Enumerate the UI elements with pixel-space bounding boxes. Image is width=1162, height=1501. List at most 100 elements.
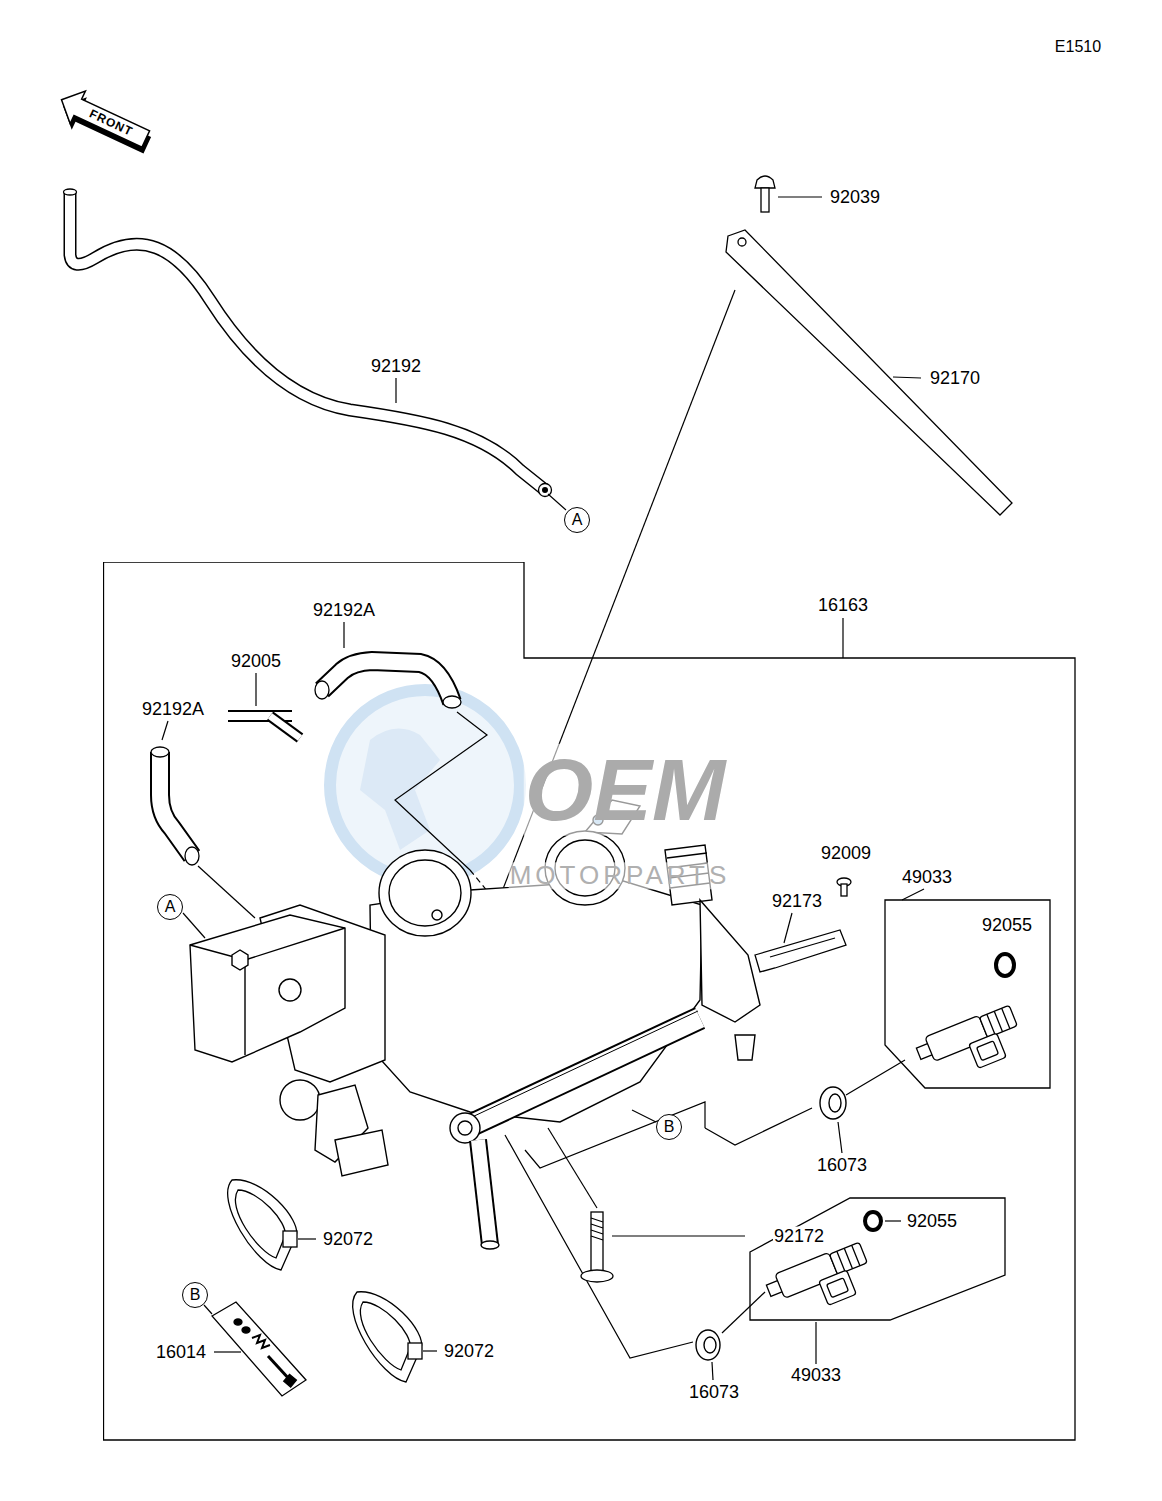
throttle-body	[465, 1018, 700, 1128]
leader-line	[395, 712, 487, 870]
throttle-body	[465, 1018, 700, 1128]
callout-letter: B	[656, 1114, 682, 1140]
part-number: 16073	[688, 1383, 740, 1402]
injector-group-outline	[885, 900, 1050, 1088]
injector-group-outline	[750, 900, 1050, 1320]
part-number: 92173	[771, 892, 823, 911]
strap	[726, 230, 1012, 515]
screw-kit	[284, 1374, 297, 1387]
part-number: 92072	[443, 1342, 495, 1361]
callout-letter-text: B	[190, 1287, 201, 1303]
screw-and-clip	[841, 884, 847, 896]
leader-line	[838, 1122, 842, 1153]
seal	[696, 1087, 846, 1360]
part-number: 16014	[155, 1343, 207, 1362]
hose	[64, 189, 77, 195]
injector	[987, 1008, 1010, 1034]
hose-small	[160, 752, 192, 856]
part-number: 16073	[816, 1156, 868, 1175]
seal	[696, 1330, 720, 1360]
watermark-globe	[360, 729, 440, 850]
watermark: MOTORPARTS	[509, 862, 732, 889]
part-number: 92170	[929, 369, 981, 388]
injector	[827, 1278, 849, 1298]
o-ring	[996, 954, 1014, 976]
throttle-body	[450, 1113, 480, 1143]
injector	[829, 1242, 867, 1274]
front-arrow	[54, 83, 154, 155]
band	[228, 1180, 297, 1270]
leader-line	[204, 1305, 212, 1314]
leader-line	[722, 1292, 765, 1333]
part-number: 92055	[981, 916, 1033, 935]
hose-small	[322, 661, 452, 702]
throttle-body	[470, 1011, 698, 1118]
throttle-body	[481, 1241, 499, 1249]
screw-kit	[212, 1302, 306, 1396]
leader-line	[548, 494, 566, 510]
watermark: OEM	[524, 744, 726, 836]
throttle-body	[280, 1080, 320, 1120]
callout-letter-text: B	[664, 1119, 675, 1135]
frame-outline	[103, 562, 1076, 1441]
throttle-body	[335, 1130, 388, 1176]
band	[353, 1292, 422, 1382]
callout-letter-text: A	[165, 899, 176, 915]
hose-small	[270, 716, 300, 738]
part-number: 92192A	[141, 700, 205, 719]
screw-and-clip	[591, 1212, 603, 1274]
part-number: 92039	[829, 188, 881, 207]
part-number: 92172	[773, 1227, 825, 1246]
hose-small	[322, 661, 452, 702]
injector	[979, 1005, 1017, 1037]
throttle-body	[389, 860, 461, 926]
leader-line	[784, 913, 792, 943]
hose	[64, 189, 552, 497]
throttle-body	[478, 1140, 490, 1245]
callout-letter-text: A	[572, 512, 583, 528]
leader-line	[712, 1362, 713, 1380]
injector	[977, 1041, 999, 1061]
part-number: 92055	[906, 1212, 958, 1231]
frame-border	[103, 562, 1075, 1440]
o-ring	[865, 954, 1014, 1230]
hose-small	[443, 696, 461, 708]
seal	[704, 1337, 716, 1353]
injector	[969, 1033, 1007, 1068]
leader-line	[885, 1220, 901, 1221]
part-number: 92192	[370, 357, 422, 376]
part-number: 49033	[790, 1366, 842, 1385]
leader-line	[255, 673, 256, 706]
leader-line	[298, 1238, 316, 1239]
hose-small	[151, 661, 461, 865]
part-number: 49033	[901, 868, 953, 887]
hose	[70, 192, 545, 490]
screw-and-clip	[591, 1218, 603, 1240]
screw-kit	[212, 1302, 306, 1396]
leader-line	[162, 197, 924, 1380]
part-number: 92072	[322, 1230, 374, 1249]
leader-line	[505, 1135, 693, 1358]
throttle-body	[432, 910, 442, 920]
assembly-frame: 16163A B B	[103, 562, 1076, 1441]
throttle-body	[458, 1121, 472, 1135]
part-number: 16163	[817, 596, 869, 614]
screw-kit	[234, 1319, 242, 1325]
throttle-body	[700, 900, 760, 1022]
part-number: 92192A	[312, 601, 376, 620]
throttle-body	[379, 850, 471, 936]
throttle-body	[735, 1035, 755, 1060]
injector	[819, 1270, 857, 1305]
strap	[738, 238, 746, 246]
screw-kit	[252, 1335, 270, 1348]
band	[283, 1231, 297, 1247]
screw-and-clip	[770, 938, 835, 957]
hose-small	[160, 752, 192, 856]
strap	[726, 230, 1012, 515]
injector	[914, 1003, 1027, 1087]
seal	[820, 1087, 846, 1119]
leader-line	[183, 913, 205, 938]
leader-line	[902, 889, 924, 900]
leader-line	[214, 1351, 241, 1352]
